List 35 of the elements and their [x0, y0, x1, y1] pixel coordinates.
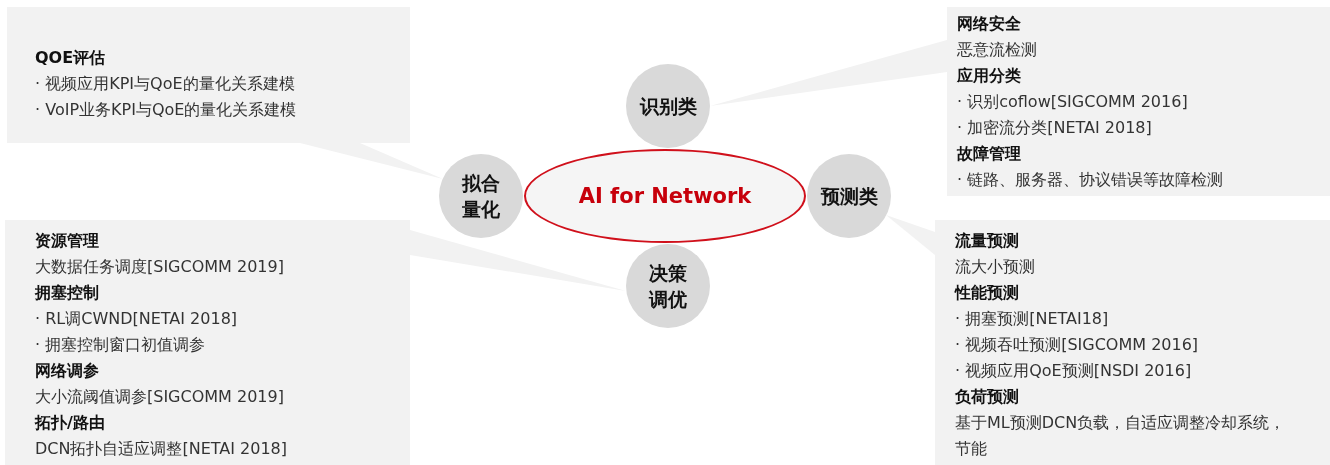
callout-tail: [886, 215, 935, 255]
item-text: · 拥塞预测[NETAI18]: [955, 308, 1110, 330]
item-text: 大数据任务调度[SIGCOMM 2019]: [35, 256, 285, 278]
item-text: · RL调CWND[NETAI 2018]: [35, 308, 239, 330]
section-heading: 资源管理: [35, 230, 100, 252]
item-text: · 加密流分类[NETAI 2018]: [957, 117, 1153, 139]
section-heading: 性能预测: [955, 282, 1020, 304]
section-heading: 拓扑/路由: [35, 412, 106, 434]
section-heading: 拥塞控制: [35, 282, 100, 304]
item-text: · 拥塞控制窗口初值调参: [35, 334, 207, 356]
item-text: · 视频应用KPI与QoE的量化关系建模: [35, 73, 296, 95]
section-heading: 负荷预测: [955, 386, 1020, 408]
item-text: 恶意流检测: [957, 39, 1038, 61]
item-text: 大小流阈值调参[SIGCOMM 2019]: [35, 386, 285, 408]
callout-tail: [710, 40, 947, 106]
section-heading: 网络调参: [35, 360, 100, 382]
item-text: · 视频应用QoE预测[NSDI 2016]: [955, 360, 1193, 382]
section-heading: 网络安全: [957, 13, 1022, 35]
category-label: 拟合量化: [460, 171, 501, 222]
section-heading: QOE评估: [35, 47, 107, 69]
callout-tail: [300, 143, 443, 179]
section-heading: 故障管理: [957, 143, 1022, 165]
item-text: · 识别coflow[SIGCOMM 2016]: [957, 91, 1189, 113]
category-label: 预测类: [819, 184, 879, 209]
category-label: 识别类: [638, 94, 698, 119]
item-text: DCN拓扑自适应调整[NETAI 2018]: [35, 438, 289, 460]
item-text: · 链路、服务器、协议错误等故障检测: [957, 169, 1225, 191]
center-title: AI for Network: [578, 184, 752, 208]
section-heading: 应用分类: [957, 65, 1022, 87]
item-text: · VoIP业务KPI与QoE的量化关系建模: [35, 99, 298, 121]
item-text: · 视频吞吐预测[SIGCOMM 2016]: [955, 334, 1200, 356]
item-text: 基于ML预测DCN负载，自适应调整冷却系统，节能: [955, 412, 1287, 460]
section-heading: 流量预测: [955, 230, 1020, 252]
item-text: 流大小预测: [955, 256, 1036, 278]
category-label: 决策调优: [647, 261, 688, 312]
